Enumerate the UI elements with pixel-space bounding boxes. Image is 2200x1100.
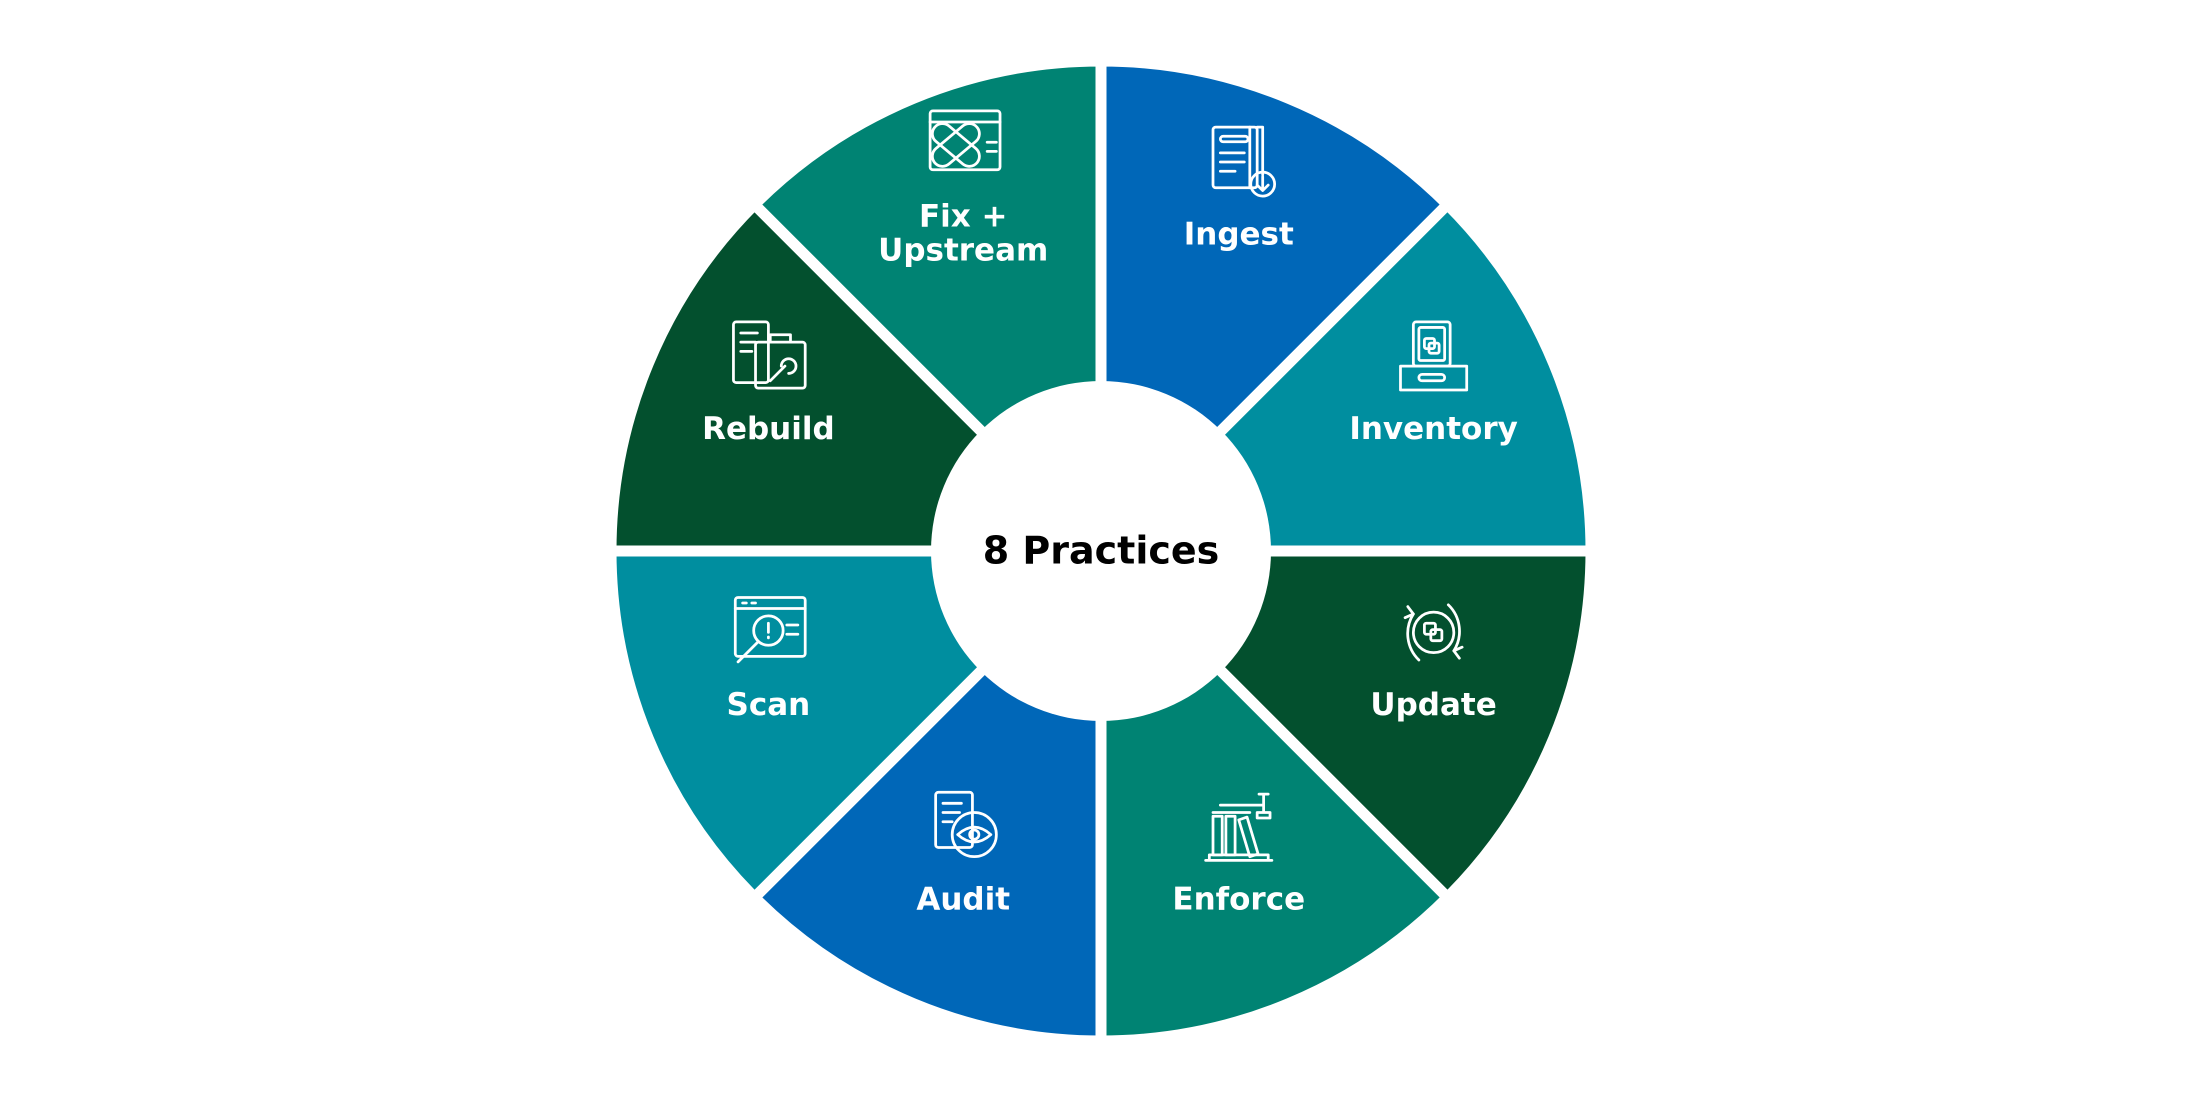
package-inventory-icon bbox=[1399, 320, 1469, 392]
center-title: 8 Practices bbox=[983, 529, 1220, 573]
policy-gavel-icon bbox=[1204, 792, 1274, 862]
segment-label-scan: Scan bbox=[727, 687, 811, 723]
bandage-patch-icon bbox=[928, 109, 1002, 172]
document-toolbox-icon bbox=[732, 320, 807, 390]
segment-label-audit: Audit bbox=[916, 882, 1010, 918]
document-eye-icon bbox=[934, 790, 998, 859]
wheel-icons bbox=[732, 109, 1469, 862]
segment-label-enforce: Enforce bbox=[1172, 882, 1305, 918]
segment-label-inventory: Inventory bbox=[1349, 411, 1518, 447]
magnifier-alert-icon bbox=[733, 596, 807, 664]
segment-label-rebuild: Rebuild bbox=[702, 411, 835, 447]
segment-label-update: Update bbox=[1370, 687, 1496, 723]
segment-label-fix-upstream: Fix +Upstream bbox=[878, 198, 1048, 268]
wheel-center-hub bbox=[931, 381, 1271, 721]
segment-label-ingest: Ingest bbox=[1184, 216, 1294, 252]
refresh-cycle-icon bbox=[1403, 603, 1464, 662]
document-download-icon bbox=[1211, 125, 1277, 198]
